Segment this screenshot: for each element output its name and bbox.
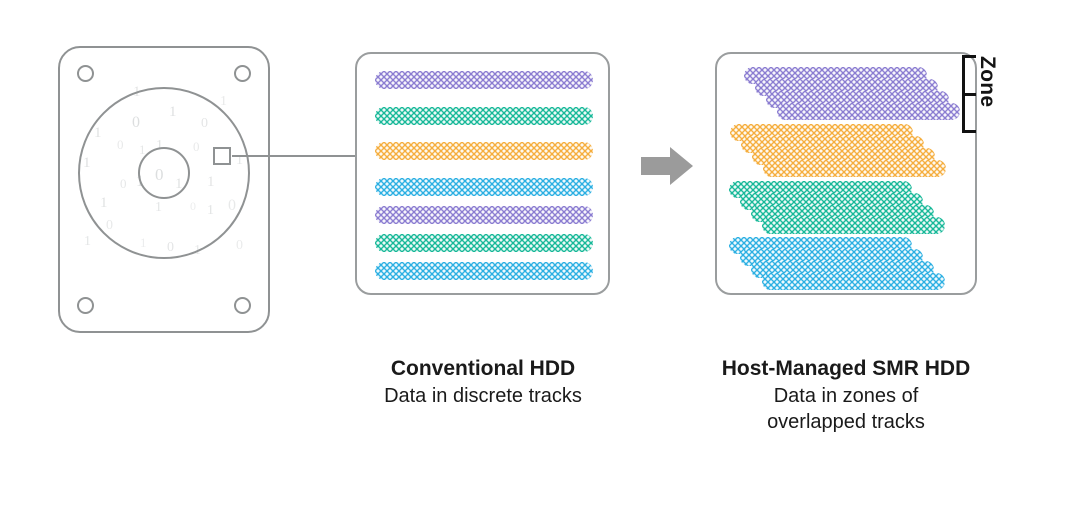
caption-conventional-title: Conventional HDD [390, 357, 576, 380]
track-zone [717, 54, 975, 293]
transition-arrow [641, 145, 693, 187]
data-track [375, 206, 593, 224]
caption-line: overlapped tracks [767, 410, 925, 433]
zone-bracket-spine [962, 55, 965, 133]
caption-conventional-subtitle: Data in discrete tracks [338, 383, 628, 409]
sector-zoom-marker [213, 147, 231, 165]
data-track-overlapped [762, 273, 945, 290]
caption-conventional: Conventional HDD Data in discrete tracks [338, 356, 628, 409]
caption-line: Data in zones of [773, 384, 919, 407]
screw-hole-bottom-right [234, 297, 251, 314]
host-managed-smr-track-panel [715, 52, 977, 295]
data-track [375, 71, 593, 89]
spindle-hub [138, 147, 190, 199]
caption-smr: Host-Managed SMR HDD Data in zones of ove… [686, 356, 1006, 435]
conventional-hdd-track-panel [355, 52, 610, 295]
sector-callout-line [232, 155, 360, 157]
disk-platter [78, 87, 250, 259]
data-track [375, 178, 593, 196]
screw-hole-top-left [77, 65, 94, 82]
track-zone [717, 54, 975, 293]
data-track [375, 262, 593, 280]
data-track [375, 142, 593, 160]
zone-bracket-arm-bottom [962, 130, 976, 133]
data-track [375, 107, 593, 125]
screw-hole-top-right [234, 65, 251, 82]
screw-hole-bottom-left [77, 297, 94, 314]
data-track-overlapped [777, 103, 960, 120]
zone-bracket [962, 55, 982, 133]
caption-line: Data in discrete tracks [384, 384, 582, 407]
zone-bracket-arm-middle [965, 92, 976, 96]
data-track-overlapped [762, 217, 945, 234]
caption-smr-subtitle: Data in zones of overlapped tracks [686, 383, 1006, 435]
track-zone [717, 54, 975, 293]
data-track [375, 234, 593, 252]
track-zone [717, 54, 975, 293]
data-track-overlapped [763, 160, 946, 177]
caption-smr-title: Host-Managed SMR HDD [721, 357, 971, 380]
zone-bracket-arm-top [962, 55, 976, 58]
hard-disk-drive-enclosure: 11010101101110101111010011010 [58, 46, 270, 333]
zone-label: Zone [976, 56, 999, 108]
